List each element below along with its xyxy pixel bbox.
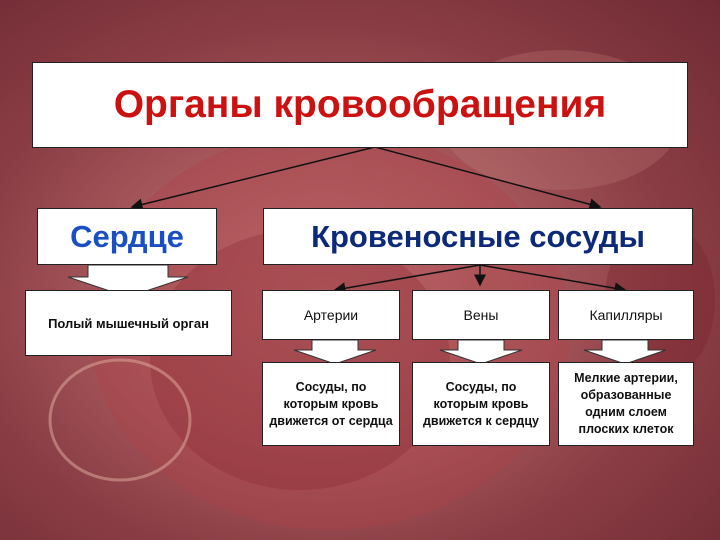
arteries-description: Сосуды, по которым кровь движется от сер… — [269, 379, 393, 428]
capillaries-description: Мелкие артерии, образованные одним слоем… — [574, 371, 678, 436]
heart-description-box: Полый мышечный орган — [25, 290, 232, 356]
veins-label: Вены — [463, 307, 499, 323]
heart-description: Полый мышечный орган — [48, 315, 209, 331]
capillaries-block-arrow — [583, 339, 667, 365]
vessels-box: Кровеносные сосуды — [263, 208, 693, 265]
arteries-label: Артерии — [303, 307, 359, 323]
veins-description-box: Сосуды, по которым кровь движется к серд… — [412, 362, 550, 446]
capillaries-description-box: Мелкие артерии, образованные одним слоем… — [558, 362, 694, 446]
arrow-to-vessels — [374, 146, 602, 211]
heart-box: Сердце — [37, 208, 217, 265]
title-box: Органы кровообращения — [32, 62, 688, 148]
veins-box: Вены — [412, 290, 550, 340]
veins-description: Сосуды, по которым кровь движется к серд… — [423, 379, 539, 428]
heart-block-arrow — [67, 264, 189, 298]
page-title: Органы кровообращения — [113, 83, 607, 126]
arrow-to-arteries — [333, 264, 481, 295]
veins-block-arrow — [439, 339, 523, 365]
capillaries-label: Капилляры — [589, 307, 663, 323]
capillaries-box: Капилляры — [558, 290, 694, 340]
arteries-box: Артерии — [262, 290, 400, 340]
arrow-to-capillaries — [479, 264, 627, 295]
arteries-block-arrow — [293, 339, 377, 365]
vessels-label: Кровеносные сосуды — [311, 218, 645, 254]
heart-label: Сердце — [70, 218, 184, 254]
arrow-to-heart — [130, 146, 376, 211]
arteries-description-box: Сосуды, по которым кровь движется от сер… — [262, 362, 400, 446]
